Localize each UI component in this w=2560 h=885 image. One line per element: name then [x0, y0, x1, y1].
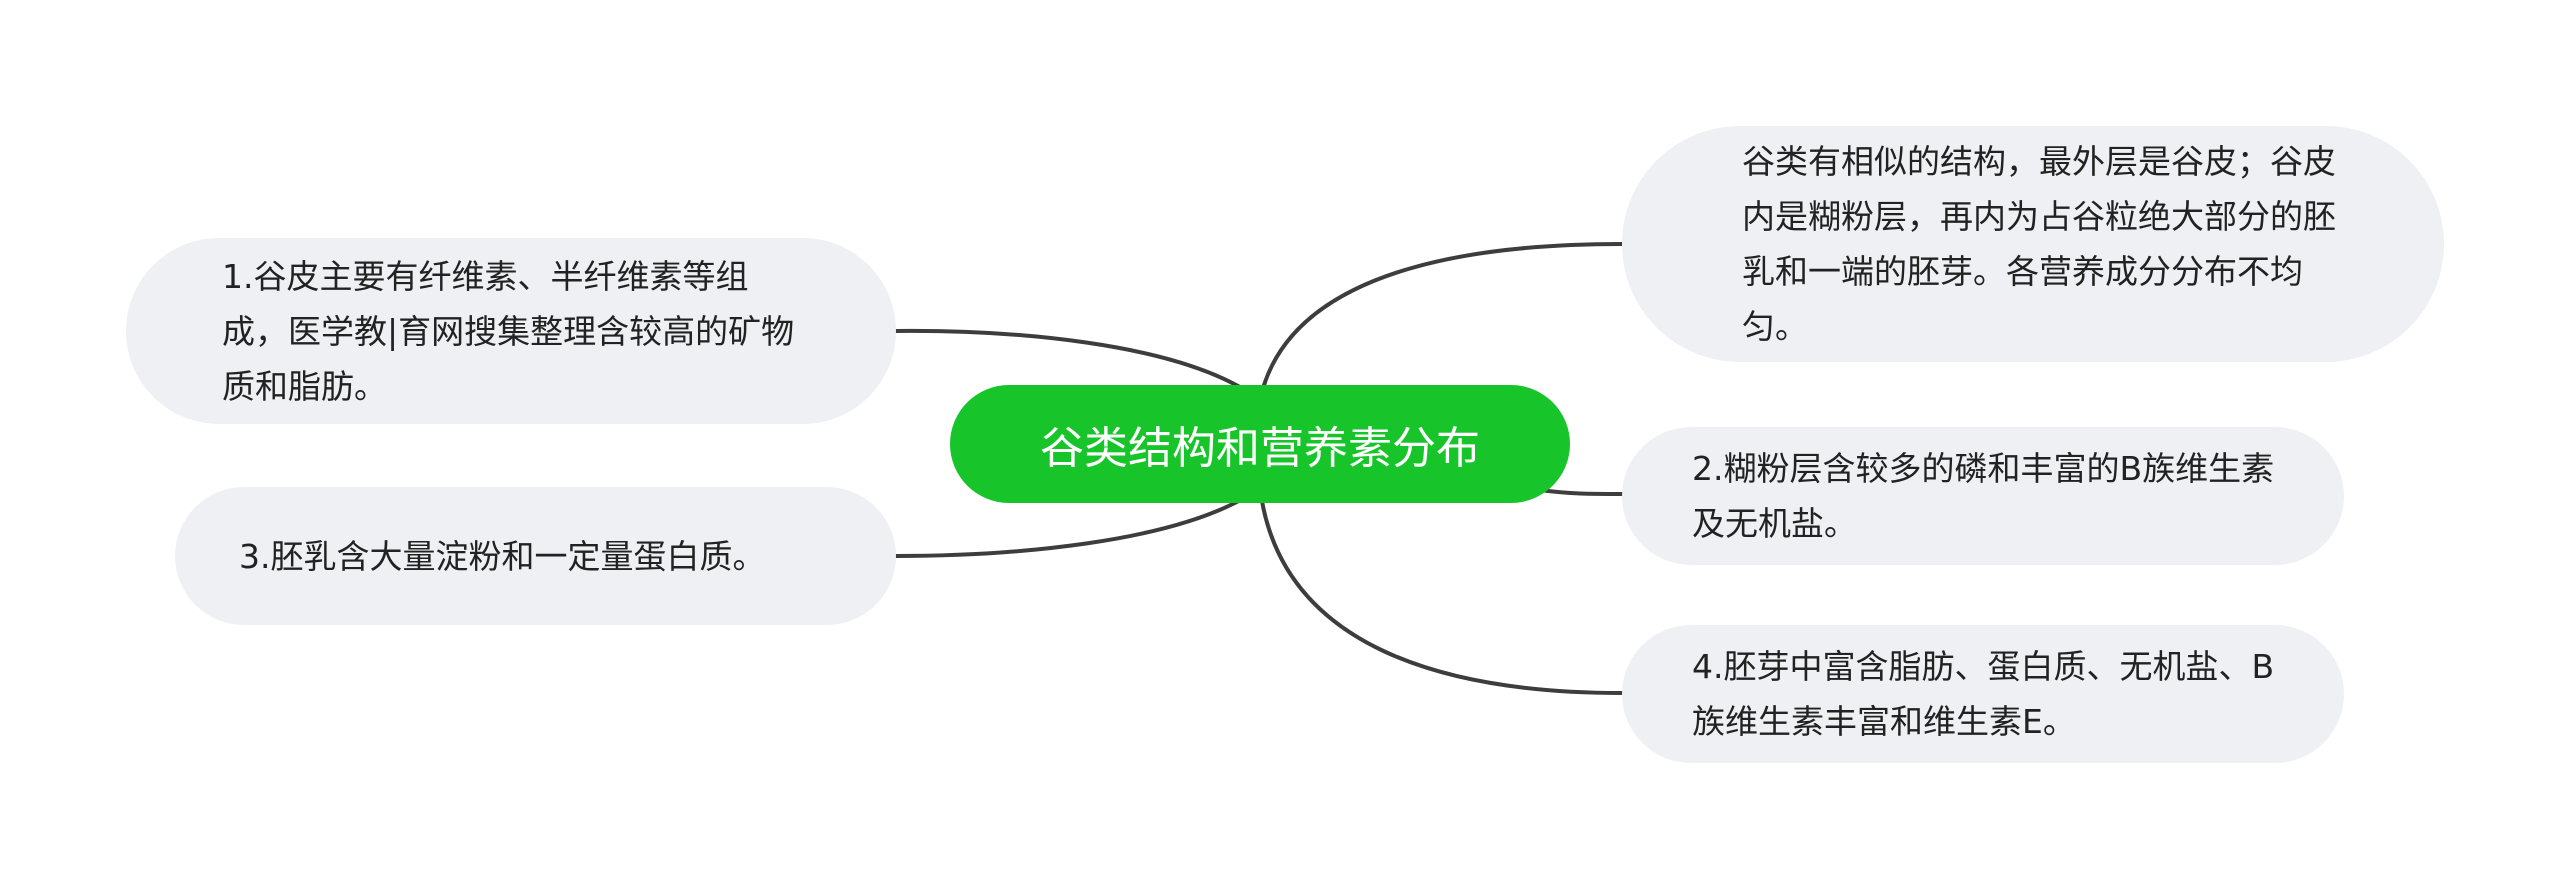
branch-node-structure-overview[interactable]: 谷类有相似的结构，最外层是谷皮；谷皮内是糊粉层，再内为占谷粒绝大部分的胚乳和一端… — [1622, 126, 2444, 362]
connector-right-middle — [1538, 488, 1624, 496]
connector-right-bottom — [1258, 486, 1624, 695]
branch-text-aleurone-layer: 2.糊粉层含较多的磷和丰富的B族维生素及无机盐。 — [1692, 449, 2275, 543]
branch-node-aleurone-layer[interactable]: 2.糊粉层含较多的磷和丰富的B族维生素及无机盐。 — [1622, 427, 2344, 565]
branch-node-endosperm[interactable]: 3.胚乳含大量淀粉和一定量蛋白质。 — [175, 487, 896, 625]
connector-right-top — [1258, 242, 1624, 402]
branch-text-endosperm: 3.胚乳含大量淀粉和一定量蛋白质。 — [239, 536, 766, 576]
branch-text-grain-bran: 1.谷皮主要有纤维素、半纤维素等组成，医学教|育网搜集整理含较高的矿物质和脂肪。 — [222, 256, 795, 406]
branch-node-germ[interactable]: 4.胚芽中富含脂肪、蛋白质、无机盐、B族维生素丰富和维生素E。 — [1622, 625, 2344, 763]
central-topic-label: 谷类结构和营养素分布 — [1040, 423, 1480, 474]
branch-text-structure-overview: 谷类有相似的结构，最外层是谷皮；谷皮内是糊粉层，再内为占谷粒绝大部分的胚乳和一端… — [1742, 142, 2336, 346]
branch-node-grain-bran[interactable]: 1.谷皮主要有纤维素、半纤维素等组成，医学教|育网搜集整理含较高的矿物质和脂肪。 — [126, 238, 896, 424]
connector-left-top — [894, 328, 1262, 402]
connector-left-bottom — [894, 486, 1262, 558]
central-topic[interactable]: 谷类结构和营养素分布 — [950, 385, 1570, 503]
branch-text-germ: 4.胚芽中富含脂肪、蛋白质、无机盐、B族维生素丰富和维生素E。 — [1692, 647, 2275, 741]
